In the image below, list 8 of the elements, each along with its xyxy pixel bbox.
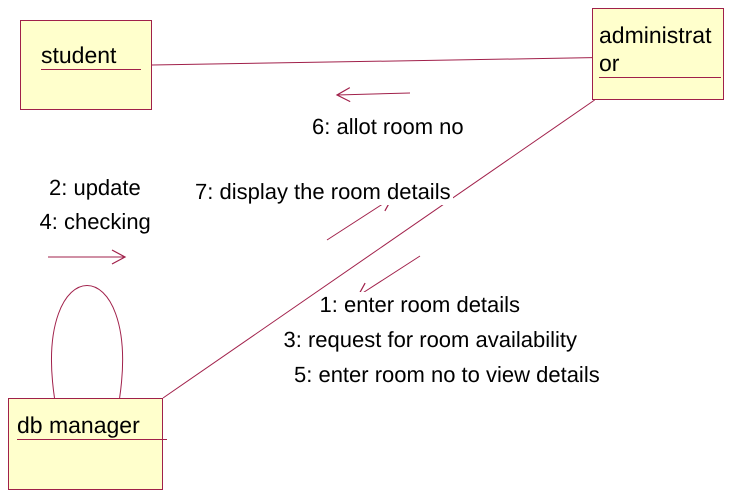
object-box bbox=[592, 8, 724, 100]
link-line bbox=[152, 57, 592, 66]
object-name: administrator bbox=[599, 21, 721, 78]
object-name: student bbox=[41, 41, 141, 70]
self-link bbox=[51, 285, 124, 398]
object-name: db manager bbox=[17, 411, 167, 440]
link-line bbox=[162, 100, 596, 398]
object-box bbox=[20, 20, 152, 110]
